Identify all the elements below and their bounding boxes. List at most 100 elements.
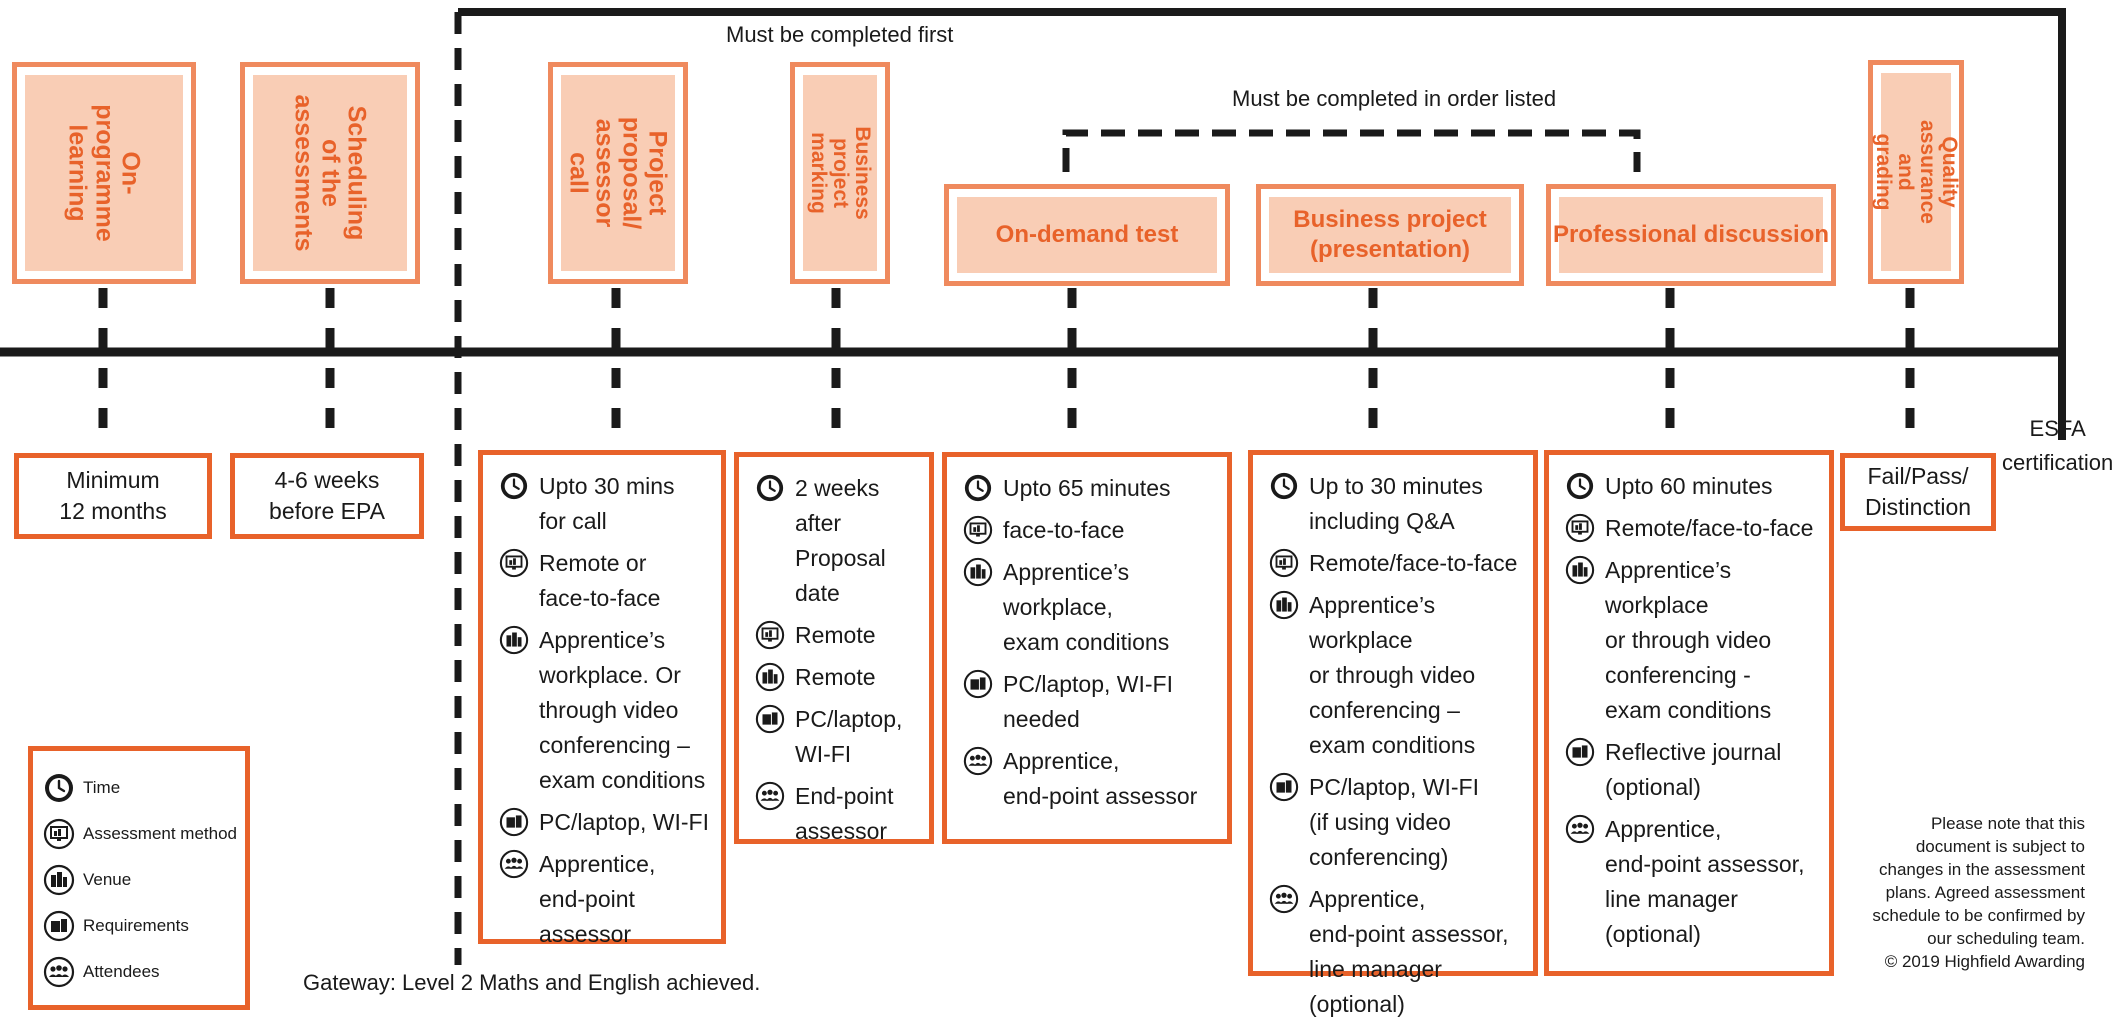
stage-connectors — [98, 288, 1915, 448]
requirements-icon — [43, 910, 75, 942]
detail-item-text: PC/laptop, WI-FI needed — [1003, 671, 1173, 732]
assessment-method-icon — [1269, 548, 1299, 578]
venue-icon — [755, 662, 785, 692]
stage-title: On-programme learning — [63, 104, 145, 242]
detail-item-text: Apprentice’s workplace or through video … — [1309, 592, 1476, 758]
attendees-icon — [755, 781, 785, 811]
detail-item: Apprentice, end-point assessor, line man… — [1565, 812, 1821, 952]
stage-title: On-demand test — [995, 221, 1179, 248]
detail-item-text: 2 weeks after Proposal date — [795, 475, 886, 606]
detail-item: Remote or face-to-face — [499, 546, 713, 616]
assessment-method-icon — [963, 515, 993, 545]
detail-quality-assurance: Fail/Pass/ Distinction — [1840, 453, 1996, 531]
detail-item-text: Remote or face-to-face — [539, 550, 661, 611]
assessment-method-icon — [1565, 513, 1595, 543]
stage-title: Business project marking — [806, 126, 875, 220]
venue-icon — [1565, 555, 1595, 585]
detail-item-text: Remote — [795, 664, 876, 690]
legend-label: Attendees — [83, 962, 160, 981]
legend-label: Time — [83, 778, 121, 797]
detail-item: PC/laptop, WI-FI needed — [963, 667, 1219, 737]
attendees-icon — [1269, 884, 1299, 914]
legend-item: Assessment method — [43, 811, 237, 857]
detail-item: Apprentice’s workplace, exam conditions — [963, 555, 1219, 660]
venue-icon — [963, 557, 993, 587]
clock-icon — [43, 772, 75, 804]
stage-title: Quality assurance and grading — [1871, 120, 1962, 224]
detail-item-text: Reflective journal (optional) — [1605, 739, 1782, 800]
detail-item: Up to 30 minutes including Q&A — [1269, 469, 1525, 539]
legend-item: Attendees — [43, 949, 237, 995]
disclaimer-note: Please note that this document is subjec… — [1872, 814, 2085, 971]
assessment-method-icon — [755, 620, 785, 650]
detail-list: Up to 30 minutes including Q&A Remote/fac… — [1269, 469, 1525, 1029]
detail-item-text: Apprentice, end-point assessor, line man… — [1309, 886, 1509, 1017]
stage-title: Project proposal/ assessor call — [564, 116, 672, 230]
detail-item-text: End-point assessor — [795, 783, 894, 844]
esfa-certification-label: ESFA certification — [2002, 416, 2114, 475]
stage-quality-assurance: Quality assurance and grading — [1868, 60, 1964, 284]
detail-item-text: Upto 30 mins for call — [539, 473, 675, 534]
detail-item: PC/laptop, WI-FI (if using video confere… — [1269, 770, 1525, 875]
clock-icon — [963, 473, 993, 503]
detail-scheduling: 4-6 weeks before EPA — [230, 453, 424, 539]
detail-text: Fail/Pass/ Distinction — [1864, 462, 1972, 520]
detail-item-text: Up to 30 minutes including Q&A — [1309, 473, 1483, 534]
detail-item: Reflective journal (optional) — [1565, 735, 1821, 805]
stage-on-demand-test: On-demand test — [944, 184, 1230, 286]
detail-text: 4-6 weeks before EPA — [269, 466, 385, 524]
detail-item: Upto 65 minutes — [963, 471, 1219, 506]
detail-presentation: Up to 30 minutes including Q&A Remote/fac… — [1248, 450, 1538, 1017]
assessment-method-icon — [499, 548, 529, 578]
legend-item: Time — [43, 765, 237, 811]
legend-label: Requirements — [83, 916, 189, 935]
clock-icon — [755, 473, 785, 503]
detail-item: Upto 30 mins for call — [499, 469, 713, 539]
detail-item: Apprentice, end-point assessor — [963, 744, 1219, 814]
detail-item-text: Remote — [795, 622, 876, 648]
detail-item: End-point assessor — [755, 779, 921, 849]
attendees-icon — [499, 849, 529, 879]
requirements-icon — [963, 669, 993, 699]
detail-item: PC/laptop, WI-FI — [499, 805, 713, 840]
venue-icon — [43, 864, 75, 896]
detail-item: Apprentice, end-point assessor, line man… — [1269, 882, 1525, 1022]
detail-item: Remote — [755, 618, 921, 653]
detail-item-text: Remote/face-to-face — [1309, 550, 1518, 576]
requirements-icon — [755, 704, 785, 734]
attendees-icon — [963, 746, 993, 776]
detail-item-text: PC/laptop, WI-FI (if using video confere… — [1309, 774, 1479, 870]
timeline-diagram — [0, 8, 2066, 965]
detail-text: Minimum 12 months — [59, 466, 167, 524]
detail-item: Remote/face-to-face — [1565, 511, 1821, 546]
detail-item: face-to-face — [963, 513, 1219, 548]
attendees-icon — [43, 956, 75, 988]
epa-bracket — [458, 8, 2066, 440]
stage-on-programme: On-programme learning — [12, 62, 196, 284]
detail-item-text: face-to-face — [1003, 517, 1125, 543]
legend-item: Venue — [43, 857, 237, 903]
clock-icon — [1269, 471, 1299, 501]
detail-item: PC/laptop, WI-FI — [755, 702, 921, 772]
legend-item: Requirements — [43, 903, 237, 949]
detail-item-text: Upto 60 minutes — [1605, 473, 1773, 499]
legend-label: Assessment method — [83, 824, 238, 843]
detail-item-text: PC/laptop, WI-FI — [539, 809, 709, 835]
legend-label: Venue — [83, 870, 132, 889]
venue-icon — [1269, 590, 1299, 620]
detail-item-text: Apprentice’s workplace or through video … — [1605, 557, 1772, 723]
must-complete-order-label: Must be completed in order listed — [1232, 86, 1557, 111]
stage-title: Scheduling of the assessments — [289, 94, 371, 252]
detail-item: Remote/face-to-face — [1269, 546, 1525, 581]
stage-scheduling: Scheduling of the assessments — [240, 62, 420, 284]
detail-item-text: Remote/face-to-face — [1605, 515, 1814, 541]
attendees-icon — [1565, 814, 1595, 844]
venue-icon — [499, 625, 529, 655]
